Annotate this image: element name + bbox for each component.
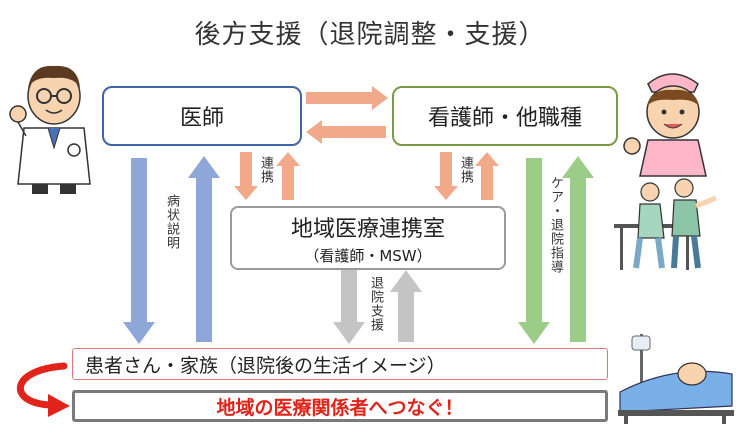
nurse-illustration-icon bbox=[623, 73, 707, 177]
connect-box: 地域の医療関係者へつなぐ！ bbox=[72, 390, 608, 422]
arrow-nurse-to-office bbox=[434, 152, 458, 200]
doctor-label: 医師 bbox=[179, 106, 224, 131]
care-taiin-label: ケア・退院指導 bbox=[548, 176, 563, 274]
byojo-label: 病状説明 bbox=[164, 194, 179, 250]
office-sublabel: （看護師・MSW） bbox=[304, 246, 432, 265]
arrow-doctor-to-patient bbox=[123, 158, 155, 344]
patient-label: 患者さん・家族（退院後の生活イメージ） bbox=[85, 354, 446, 377]
arrow-office-to-patient bbox=[333, 270, 365, 344]
arrow-patient-to-nurse bbox=[562, 156, 594, 342]
nurse-box: 看護師・他職種 bbox=[392, 86, 618, 146]
nurse-label: 看護師・他職種 bbox=[427, 106, 582, 131]
arrow-office-to-nurse bbox=[475, 152, 499, 200]
arrow-doctor-to-office bbox=[234, 152, 258, 200]
doctor-illustration-icon bbox=[9, 65, 91, 194]
walking-rehab-illustration-icon bbox=[614, 178, 717, 270]
arrow-patient-to-doctor bbox=[188, 156, 220, 342]
arrow-office-to-doctor bbox=[276, 152, 300, 200]
taiin-shien-label: 退院支援 bbox=[368, 276, 383, 332]
doctor-box: 医師 bbox=[102, 86, 302, 146]
renkei-left-label: 連携 bbox=[258, 156, 273, 184]
curved-red-arrow-head bbox=[48, 394, 70, 417]
patient-in-bed-illustration-icon bbox=[618, 334, 734, 424]
office-box: 地域医療連携室 （看護師・MSW） bbox=[230, 206, 506, 270]
curved-red-arrow bbox=[17, 362, 68, 409]
renkei-right-label: 連携 bbox=[458, 156, 473, 184]
arrow-patient-to-office bbox=[390, 270, 422, 342]
patient-box: 患者さん・家族（退院後の生活イメージ） bbox=[72, 348, 608, 380]
diagram-title: 後方支援（退院調整・支援） bbox=[194, 20, 546, 50]
arrow-nurse-to-doctor bbox=[306, 120, 386, 144]
connect-label: 地域の医療関係者へつなぐ！ bbox=[216, 396, 464, 419]
arrow-nurse-to-patient bbox=[518, 158, 550, 344]
arrow-doctor-to-nurse bbox=[306, 86, 388, 110]
office-label: 地域医療連携室 bbox=[290, 216, 445, 242]
